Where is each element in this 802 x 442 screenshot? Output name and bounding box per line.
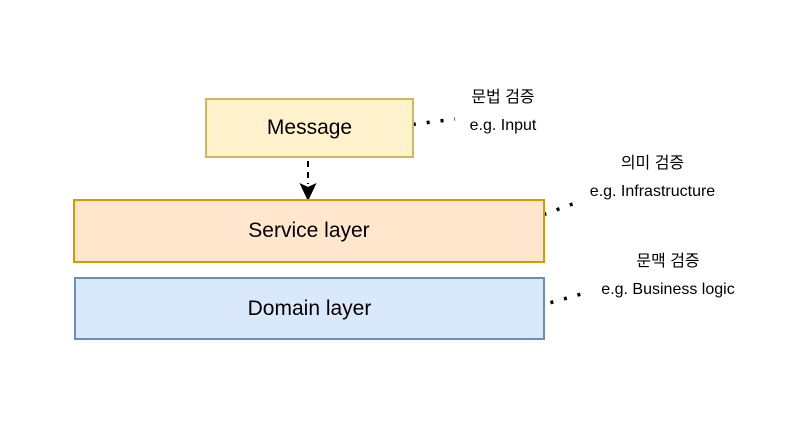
domain-layer-box: Domain layer bbox=[74, 277, 545, 340]
message-to-service-arrowhead-icon bbox=[299, 182, 317, 202]
service-layer-box-label: Service layer bbox=[248, 219, 370, 242]
annotation-semantic-example: e.g. Infrastructure bbox=[589, 183, 716, 200]
message-box: Message bbox=[205, 98, 414, 158]
annotation-semantic-korean: 의미 검증 bbox=[620, 155, 685, 172]
annotation-context: 문맥 검증 e.g. Business logic bbox=[578, 248, 758, 304]
annotation-syntax-example: e.g. Input bbox=[469, 117, 537, 134]
annotation-syntax-korean: 문법 검증 bbox=[471, 89, 535, 106]
service-layer-box: Service layer bbox=[73, 199, 545, 263]
annotation-syntax: 문법 검증 e.g. Input bbox=[440, 84, 566, 140]
domain-layer-box-label: Domain layer bbox=[247, 296, 372, 320]
message-box-label: Message bbox=[266, 116, 353, 139]
annotation-context-example: e.g. Business logic bbox=[601, 281, 735, 298]
annotation-semantic: 의미 검증 e.g. Infrastructure bbox=[565, 150, 740, 206]
annotation-context-korean: 문맥 검증 bbox=[636, 253, 700, 270]
